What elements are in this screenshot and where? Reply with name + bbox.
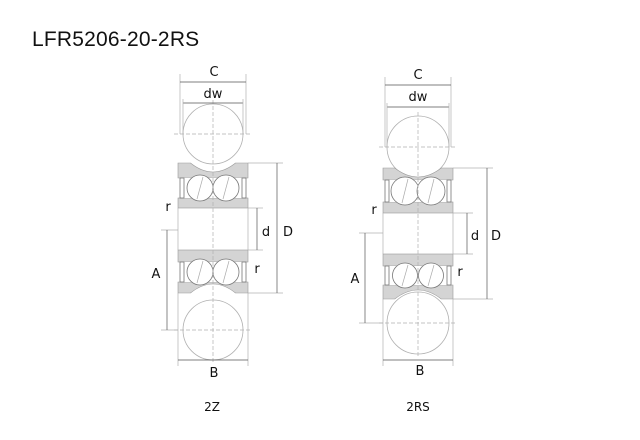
ball-hatch — [222, 176, 230, 200]
ball-hatch — [401, 264, 409, 287]
dim-label-c: C — [413, 68, 422, 83]
product-title: LFR5206-20-2RS — [32, 28, 200, 51]
outer-ring-bottom — [382, 284, 454, 300]
seal-right-bottom — [241, 261, 247, 283]
seal-left-top — [179, 177, 185, 199]
dim-label-r-top: r — [371, 203, 377, 218]
ball-hatch — [401, 178, 409, 204]
outer-ring-bottom — [177, 281, 249, 294]
bearing-2z-geometry — [161, 74, 283, 366]
caption-2z: 2Z — [204, 400, 220, 414]
dim-label-d: d — [471, 229, 479, 244]
ball-hatch — [427, 178, 435, 204]
seal-left-bottom — [179, 261, 185, 283]
ball-hatch — [222, 260, 230, 284]
seal-right-top — [446, 179, 452, 203]
caption-2rs: 2RS — [406, 400, 430, 414]
dim-label-a: A — [351, 272, 360, 287]
dim-label-r-bottom: r — [254, 262, 260, 277]
dim-label-b: B — [210, 366, 219, 381]
seal-right-bottom — [446, 265, 452, 286]
seal-right-top — [241, 177, 247, 199]
dim-label-c: C — [209, 65, 218, 80]
dim-label-dw: dw — [204, 87, 223, 102]
dim-label-dw: dw — [409, 90, 428, 105]
dim-label-a: A — [152, 267, 161, 282]
ball-hatch — [427, 264, 435, 287]
dim-label-r-top: r — [165, 200, 171, 215]
dim-label-D: D — [491, 229, 501, 244]
bearing-2rs-geometry — [359, 77, 493, 366]
seal-left-top — [384, 179, 390, 203]
dim-label-D: D — [283, 225, 293, 240]
outer-ring-top — [177, 162, 249, 179]
dim-label-b: B — [416, 364, 425, 379]
outer-ring-top — [382, 167, 454, 181]
ball-hatch — [196, 260, 204, 284]
dim-label-r-bottom: r — [457, 265, 463, 280]
dim-label-d: d — [262, 225, 270, 240]
seal-left-bottom — [384, 265, 390, 286]
ball-hatch — [196, 176, 204, 200]
